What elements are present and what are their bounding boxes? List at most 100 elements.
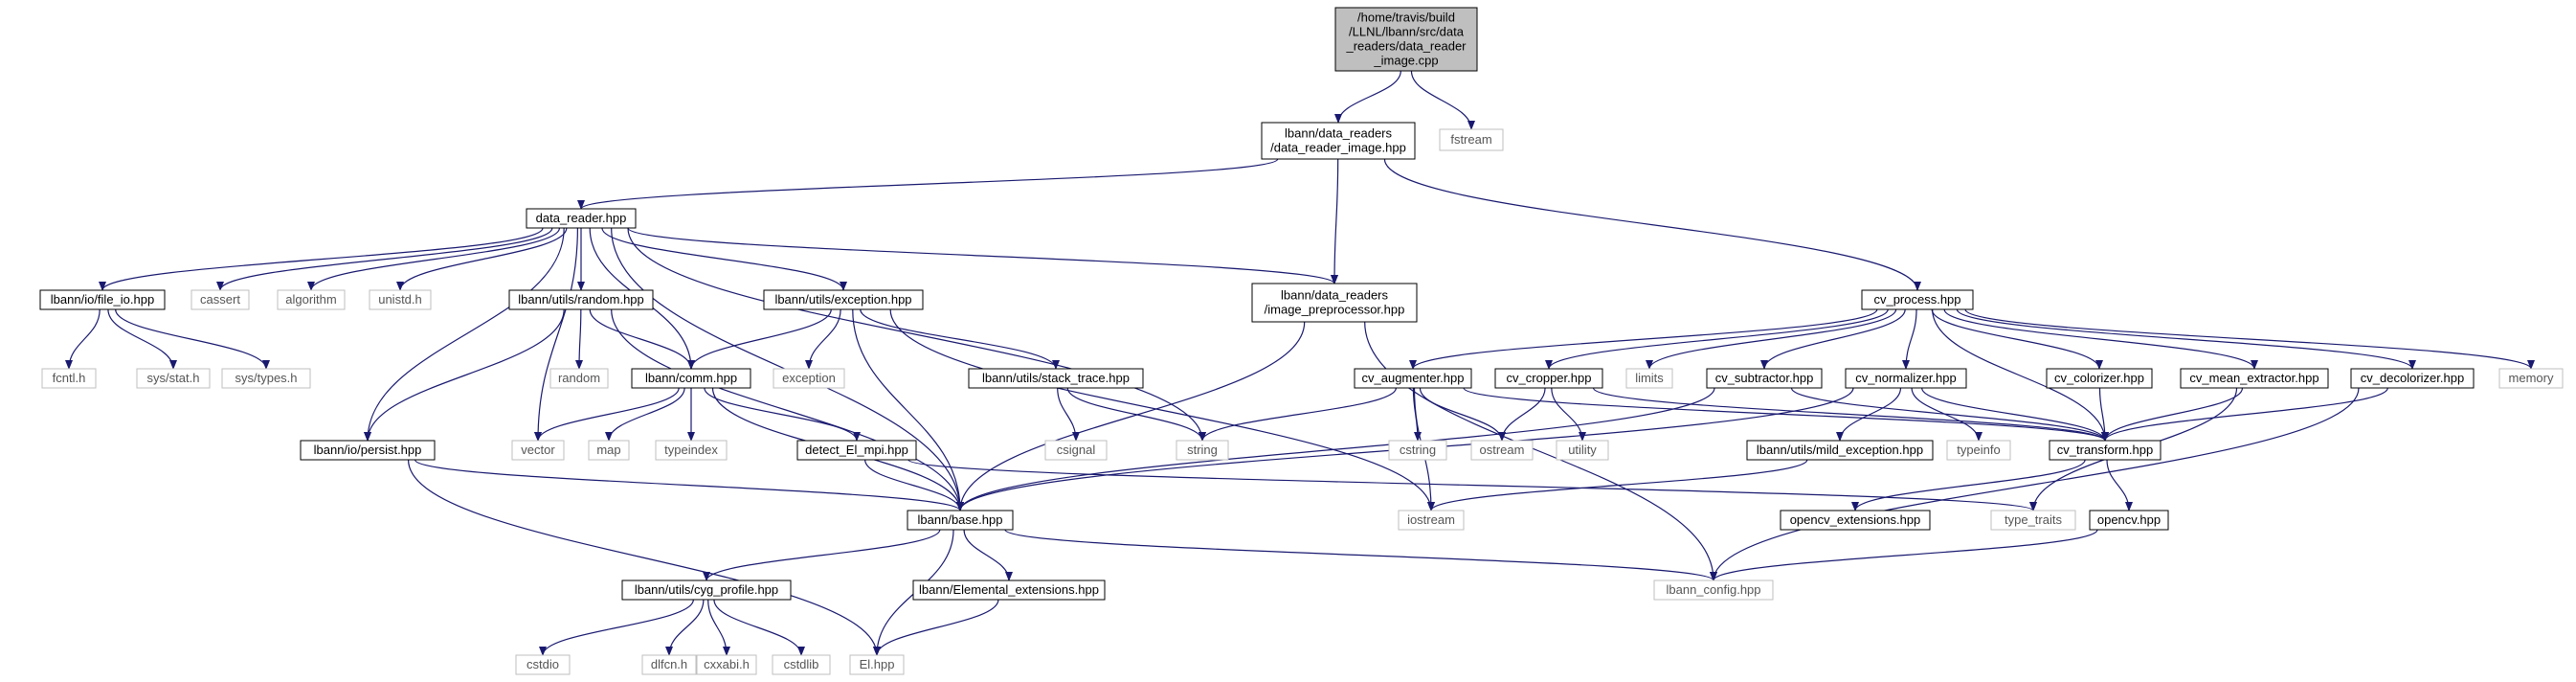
node-box — [1990, 510, 2076, 531]
edge-persist-to-el_hpp — [407, 459, 881, 656]
node-random_hpp[interactable]: lbann/utils/random.hpp — [508, 289, 654, 310]
node-imgpre[interactable]: lbann/data_readers/image_preprocessor.hp… — [1251, 283, 1418, 323]
node-utility: utility — [1556, 440, 1609, 461]
edge-cyg_profile-to-dlfcn — [665, 599, 705, 656]
node-cv_process[interactable]: cv_process.hpp — [1861, 289, 1974, 310]
node-string: string — [1176, 440, 1229, 461]
node-el_ext[interactable]: lbann/Elemental_extensions.hpp — [912, 580, 1106, 601]
node-cv_cropper[interactable]: cv_cropper.hpp — [1494, 368, 1603, 389]
edge-data_reader-to-file_io — [99, 227, 544, 291]
node-data_reader[interactable]: data_reader.hpp — [526, 208, 637, 229]
edge-detect_el_mpi-to-base — [864, 459, 964, 512]
node-label: sys/types.h — [235, 371, 297, 385]
edge-base-to-el_ext — [963, 529, 1013, 581]
node-ostream: ostream — [1470, 440, 1534, 461]
node-label: fstream — [1450, 132, 1491, 147]
edge-data_reader-to-cassert — [216, 227, 553, 291]
node-label: random — [558, 371, 600, 385]
node-label: /data_reader_image.hpp — [1270, 141, 1406, 155]
node-cv_normalizer[interactable]: cv_normalizer.hpp — [1845, 368, 1967, 389]
node-base[interactable]: lbann/base.hpp — [907, 510, 1014, 531]
edge-root-to-dri_hpp — [1334, 70, 1401, 124]
node-cstring: cstring — [1388, 440, 1447, 461]
node-cv_transform[interactable]: cv_transform.hpp — [2049, 440, 2162, 461]
node-box — [763, 289, 924, 310]
node-cv_subtractor[interactable]: cv_subtractor.hpp — [1706, 368, 1823, 389]
edge-cv_process-to-cv_normalizer — [1902, 308, 1917, 370]
edge-cv_process-to-cv_cropper — [1545, 308, 1889, 370]
node-opencv[interactable]: opencv.hpp — [2089, 510, 2169, 531]
node-dlfcn: dlfcn.h — [641, 654, 697, 675]
node-label: lbann/data_readers — [1281, 288, 1389, 303]
node-comm[interactable]: lbann/comm.hpp — [631, 368, 751, 389]
edge-cv_process-to-cv_colorizer — [1931, 308, 2103, 370]
node-cv_colorizer[interactable]: cv_colorizer.hpp — [2046, 368, 2153, 389]
edge-cv_process-to-memory — [1964, 308, 2535, 370]
node-box — [1494, 368, 1603, 389]
node-label: opencv.hpp — [2097, 512, 2161, 527]
node-box — [526, 208, 637, 229]
node-label: string — [1187, 443, 1218, 457]
node-label: /LLNL/lbann/src/data — [1349, 25, 1465, 39]
node-box — [1470, 440, 1534, 461]
node-mild_exception[interactable]: lbann/utils/mild_exception.hpp — [1746, 440, 1934, 461]
node-label: cv_cropper.hpp — [1507, 371, 1592, 385]
edge-cv_transform-to-opencv_ext — [1851, 459, 2086, 512]
node-box — [1261, 122, 1416, 160]
node-label: lbann/utils/random.hpp — [518, 292, 644, 307]
node-cv_decolorizer[interactable]: cv_decolorizer.hpp — [2350, 368, 2475, 389]
node-dri_hpp[interactable]: lbann/data_readers/data_reader_image.hpp — [1261, 122, 1416, 160]
node-box — [190, 289, 250, 310]
edge-cv_cropper-to-utility — [1551, 387, 1586, 442]
node-cassert: cassert — [190, 289, 250, 310]
edge-cv_normalizer-to-typeinfo — [1911, 387, 1982, 442]
node-unistd: unistd.h — [369, 289, 432, 310]
node-label: sys/stat.h — [147, 371, 200, 385]
node-exception_hpp[interactable]: lbann/utils/exception.hpp — [763, 289, 924, 310]
node-cv_augmenter[interactable]: cv_augmenter.hpp — [1354, 368, 1472, 389]
node-label: cxxabi.h — [704, 657, 750, 671]
node-box — [907, 510, 1014, 531]
node-detect_el_mpi[interactable]: detect_El_mpi.hpp — [796, 440, 917, 461]
edge-dri_hpp-to-cv_process — [1383, 158, 1921, 291]
node-box — [1388, 440, 1447, 461]
edge-base-to-cyg_profile — [703, 529, 941, 581]
node-cyg_profile[interactable]: lbann/utils/cyg_profile.hpp — [621, 580, 792, 601]
node-label: memory — [2509, 371, 2554, 385]
node-stack_trace[interactable]: lbann/utils/stack_trace.hpp — [968, 368, 1144, 389]
node-persist[interactable]: lbann/io/persist.hpp — [300, 440, 436, 461]
node-label: lbann/utils/cyg_profile.hpp — [635, 582, 778, 597]
node-box — [515, 654, 571, 675]
edge-dri_hpp-to-imgpre — [1331, 158, 1339, 284]
edge-cv_mean_extractor-to-cv_transform — [2101, 387, 2244, 442]
node-cv_mean_extractor[interactable]: cv_mean_extractor.hpp — [2180, 368, 2329, 389]
edge-cyg_profile-to-cstdlib — [713, 599, 805, 656]
node-box — [796, 440, 917, 461]
edge-imgpre-to-base — [956, 321, 1306, 512]
node-box — [300, 440, 436, 461]
edge-cv_normalizer-to-mild_exception — [1836, 387, 1902, 442]
edge-cv_process-to-cv_augmenter — [1409, 308, 1878, 370]
node-box — [1176, 440, 1229, 461]
edge-data_reader-to-exception_hpp — [601, 227, 847, 291]
edge-cv_transform-to-opencv — [2106, 459, 2133, 512]
node-opencv_ext[interactable]: opencv_extensions.hpp — [1780, 510, 1931, 531]
node-box — [549, 368, 609, 389]
edge-cv_decolorizer-to-lbann_config — [1710, 387, 2360, 581]
node-box — [1354, 368, 1472, 389]
edge-data_reader-to-imgpre — [627, 227, 1338, 284]
node-memory: memory — [2498, 368, 2564, 389]
node-box — [849, 654, 905, 675]
edge-cv_process-to-limits — [1646, 308, 1897, 370]
node-root[interactable]: /home/travis/build/LLNL/lbann/src/data_r… — [1334, 7, 1478, 72]
node-fstream: fstream — [1439, 128, 1504, 151]
node-label: El.hpp — [860, 657, 895, 671]
node-box — [912, 580, 1106, 601]
node-label: cv_decolorizer.hpp — [2361, 371, 2464, 385]
node-file_io[interactable]: lbann/io/file_io.hpp — [39, 289, 166, 310]
node-box — [369, 289, 432, 310]
node-exception: exception — [773, 368, 845, 389]
node-box — [655, 440, 728, 461]
node-fcntl: fcntl.h — [41, 368, 97, 389]
node-label: cassert — [200, 292, 240, 307]
